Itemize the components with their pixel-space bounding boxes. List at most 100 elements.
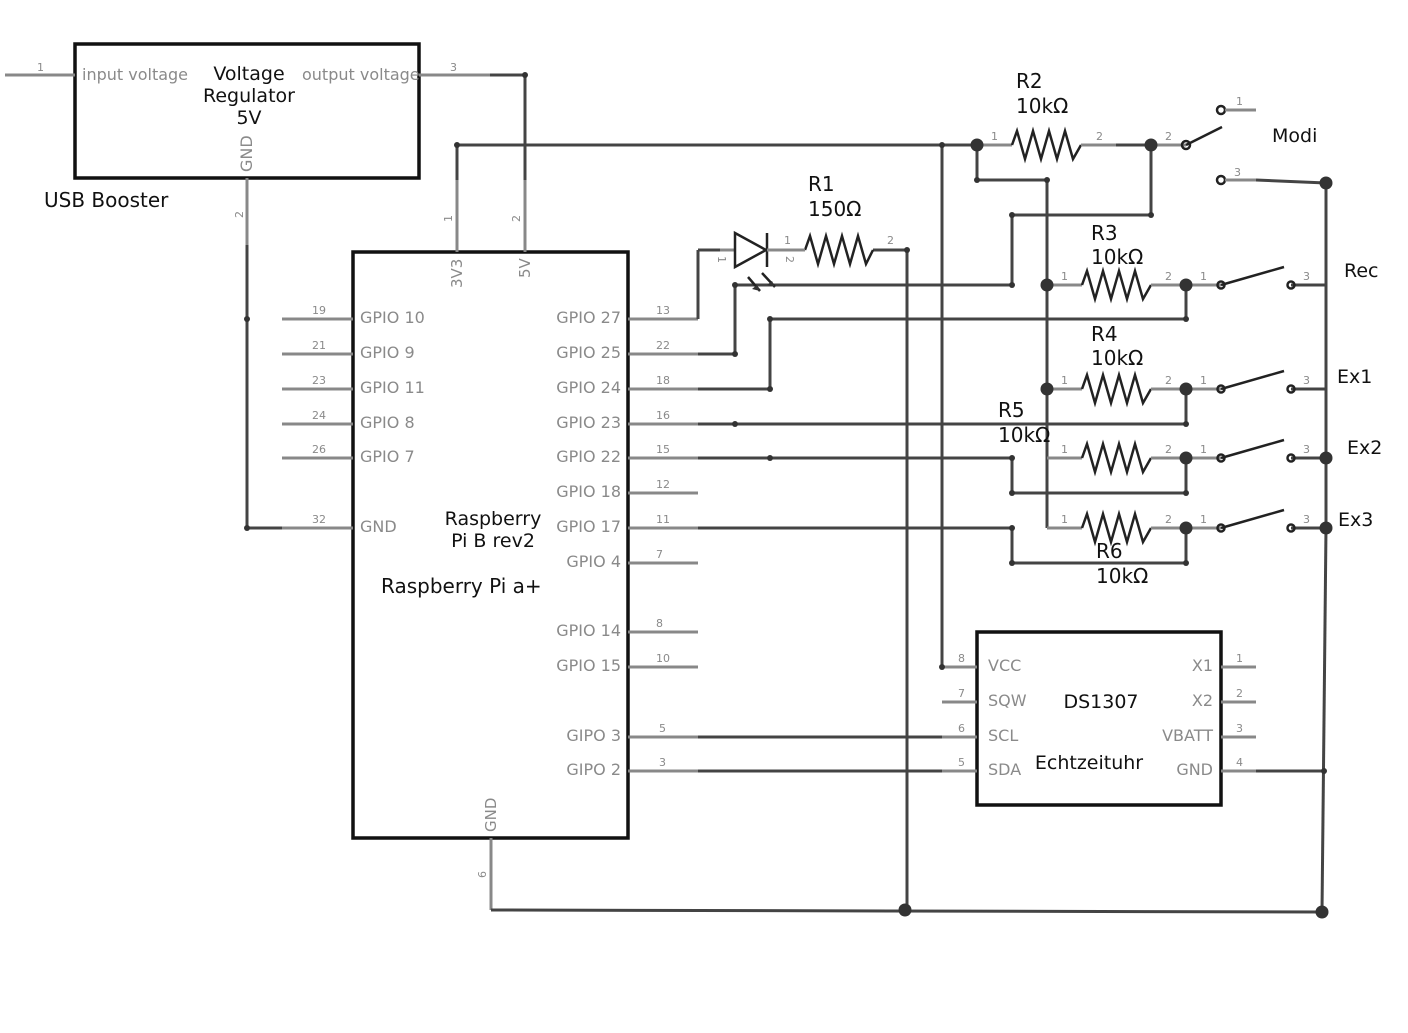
rec-pin1-num: 1: [1200, 270, 1207, 283]
rpi-title-2: Pi B rev2: [451, 530, 535, 552]
r3-name: R3: [1091, 221, 1118, 245]
rpi-3v3-label: 3V3: [448, 259, 466, 288]
rpi-right-pin-num: 15: [656, 443, 670, 456]
rtc-title: DS1307: [1063, 691, 1138, 713]
rpi-left-pin-num: 23: [312, 374, 326, 387]
r6-pin1-num: 1: [1061, 513, 1068, 526]
rpi-gnd-label: GND: [482, 798, 500, 832]
r5-pin1-num: 1: [1061, 443, 1068, 456]
r3-pin2-num: 2: [1165, 270, 1172, 283]
modi-pin2-num: 2: [1165, 130, 1172, 143]
led-diode-symbol: [733, 230, 769, 270]
rpi-right-pin: 8 GPIO 14: [556, 617, 698, 640]
modi-pin3-num: 3: [1234, 166, 1241, 179]
switch-modi: 2 1 3 Modi: [1151, 95, 1317, 186]
rpi-caption: Raspberry Pi a+: [381, 574, 542, 598]
rtc-right-pin-label: X2: [1192, 691, 1213, 710]
modi-pin1-num: 1: [1236, 95, 1243, 108]
rtc-left-pin-num: 8: [958, 652, 965, 665]
ex2-label: Ex2: [1347, 437, 1382, 459]
rpi-right-pin-num: 5: [659, 722, 666, 735]
rpi-right-pin: 22 GPIO 25: [556, 339, 698, 362]
r1-value: 150Ω: [808, 197, 861, 221]
rpi-right-pin-label: GPIO 17: [556, 517, 621, 536]
rpi-right-pin-label: GIPO 3: [566, 726, 621, 745]
rpi-left-pin: 26 GPIO 7: [282, 443, 415, 466]
r4-value: 10kΩ: [1091, 346, 1143, 370]
rpi-right-pin-label: GIPO 2: [566, 760, 621, 779]
rpi-left-pin: 23 GPIO 11: [282, 374, 425, 397]
rtc-subtitle: Echtzeituhr: [1035, 752, 1143, 774]
raspberry-pi: 1 2 3V3 5V 6 GND 19 GPIO 10 21 GPIO 9 23…: [282, 180, 698, 910]
resistor-r6: 1 2 R6 10kΩ: [1047, 509, 1186, 588]
rpi-gnd-num: 6: [476, 871, 489, 878]
regulator-pin-out-num: 3: [450, 61, 457, 74]
r2-name: R2: [1016, 69, 1043, 93]
ex2-pin1-num: 1: [1200, 443, 1207, 456]
rpi-right-pin-num: 10: [656, 652, 670, 665]
led-pin1-num: 1: [715, 256, 728, 263]
rpi-right-pin-num: 11: [656, 513, 670, 526]
voltage-regulator: 1 3 2 input voltage output voltage GND V…: [5, 42, 490, 245]
rpi-right-pin: 7 GPIO 4: [566, 548, 698, 571]
rpi-left-pin: 21 GPIO 9: [282, 339, 415, 362]
resistor-r4: 1 2 R4 10kΩ: [1047, 322, 1186, 408]
switch-ex2: 1 3 Ex2: [1186, 437, 1382, 463]
rtc-ds1307: 8 7 6 5 VCC SQW SCL SDA 1 2 3 4 X1 X2 VB…: [942, 630, 1256, 807]
rtc-right-pin-num: 3: [1236, 722, 1243, 735]
rtc-right-pin-label: VBATT: [1162, 726, 1213, 745]
rpi-left-pin-num: 19: [312, 304, 326, 317]
rpi-right-pin-label: GPIO 4: [566, 552, 621, 571]
r2-value: 10kΩ: [1016, 94, 1068, 118]
r6-value: 10kΩ: [1096, 564, 1148, 588]
rpi-left-pin-label: GPIO 8: [360, 413, 415, 432]
rec-label: Rec: [1344, 260, 1378, 282]
resistor-r5: 1 2 R5 10kΩ: [998, 398, 1186, 477]
switch-rec: 1 3 Rec: [1186, 260, 1378, 290]
rpi-right-pin-num: 22: [656, 339, 670, 352]
switch-ex3: 1 3 Ex3: [1186, 508, 1373, 533]
regulator-pin-gnd-num: 2: [233, 211, 246, 218]
r5-name: R5: [998, 398, 1025, 422]
ex2-pin3-num: 3: [1303, 443, 1310, 456]
regulator-title-1: Voltage: [213, 63, 284, 85]
rpi-right-pin: 3 GIPO 2: [566, 756, 698, 779]
rtc-left-pin-label: SDA: [988, 760, 1021, 779]
regulator-title-2: Regulator: [203, 85, 295, 107]
ex3-label: Ex3: [1338, 509, 1373, 531]
ex3-pin1-num: 1: [1200, 513, 1207, 526]
rpi-left-pin-label: GPIO 11: [360, 378, 425, 397]
r1-pin2-num: 2: [887, 234, 894, 247]
resistor-r2: 1 2 R2 10kΩ: [977, 69, 1116, 164]
rpi-title-1: Raspberry: [445, 508, 542, 530]
ex1-pin3-num: 3: [1303, 374, 1310, 387]
rpi-left-pin: 24 GPIO 8: [282, 409, 415, 432]
r4-pin2-num: 2: [1165, 374, 1172, 387]
rpi-left-pin: 32 GND: [282, 513, 397, 536]
rpi-right-pin-num: 13: [656, 304, 670, 317]
rtc-body: [975, 630, 1223, 807]
r5-pin2-num: 2: [1165, 443, 1172, 456]
rpi-left-pin-label: GND: [360, 517, 397, 536]
rpi-3v3-num: 1: [442, 215, 455, 222]
rpi-right-pin-num: 12: [656, 478, 670, 491]
rtc-left-pin-num: 6: [958, 722, 965, 735]
rpi-left-pin-num: 21: [312, 339, 326, 352]
rpi-right-pin-label: GPIO 27: [556, 308, 621, 327]
rpi-5v-label: 5V: [516, 257, 534, 278]
r1-pin1-num: 1: [784, 234, 791, 247]
rtc-left-pin-label: SCL: [988, 726, 1018, 745]
rpi-right-pin-num: 18: [656, 374, 670, 387]
regulator-output-label: output voltage: [302, 65, 420, 84]
rpi-right-pin: 15 GPIO 22: [556, 443, 698, 466]
switch-ex1: 1 3 Ex1: [1186, 366, 1372, 394]
r6-name: R6: [1096, 539, 1123, 563]
modi-label: Modi: [1272, 125, 1317, 147]
r6-pin2-num: 2: [1165, 513, 1172, 526]
rpi-right-pin-label: GPIO 15: [556, 656, 621, 675]
ex3-pin3-num: 3: [1303, 513, 1310, 526]
rpi-left-pin-num: 26: [312, 443, 326, 456]
rpi-left-pin-num: 24: [312, 409, 326, 422]
wires: [245, 73, 1328, 914]
rpi-right-pin: 12 GPIO 18: [556, 478, 698, 501]
